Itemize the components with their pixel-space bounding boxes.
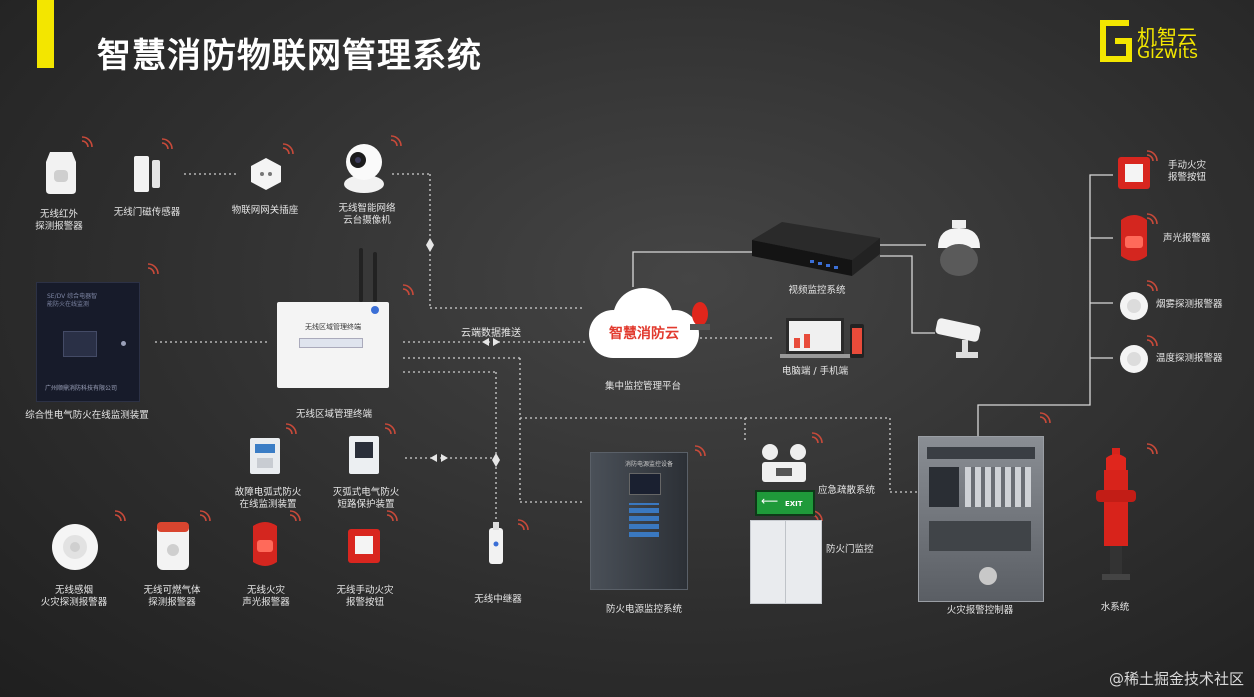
controller-printer-panel (929, 521, 1031, 551)
cloud-label: 智慧消防云 (608, 325, 679, 342)
arc-fault-device-icon (250, 438, 280, 474)
smart-fire-cloud-icon: 智慧消防云 (589, 288, 699, 358)
cabinet-buttons (629, 503, 659, 537)
water-system-label: 水系统 (1100, 602, 1130, 613)
smoke-detector-label: 烟雾探测报警器 (1156, 299, 1223, 310)
gizwits-g-logo-icon (1100, 20, 1132, 62)
wireless-siren-label: 无线火灾声光报警器 (242, 585, 290, 608)
wireless-smoke-label: 无线感烟火灾探测报警器 (40, 585, 108, 608)
monitor-panel-footer: 广州顺鼎消防科技有限公司 (45, 385, 118, 392)
fire-door (750, 520, 822, 604)
pc-phone-icon (780, 318, 864, 358)
exit-sign: ⟵ EXIT (755, 490, 815, 516)
arc-extinguish-label: 灭弧式电气防火短路保护装置 (332, 487, 400, 510)
terminal-display (299, 338, 363, 348)
door-sensor-icon (134, 156, 160, 192)
wireless-zone-terminal: 无线区域管理终端 (277, 302, 389, 388)
pir-label: 无线红外探测报警器 (35, 209, 83, 232)
logo-english-text: Gizwits (1137, 43, 1198, 63)
gas-detector-label: 无线可燃气体探测报警器 (143, 585, 201, 608)
emergency-light-icon (762, 444, 806, 482)
ptz-camera-icon (344, 144, 384, 193)
exit-sign-text: EXIT (785, 500, 803, 508)
terminal-logo (371, 306, 379, 314)
repeater-label: 无线中继器 (474, 594, 522, 605)
controller-certification-badge (979, 567, 997, 585)
title-accent-bar (37, 0, 54, 68)
gas-detector-icon (157, 522, 189, 570)
ptz-camera-label: 无线智能网络云台摄像机 (338, 203, 396, 226)
monitor-panel-text: SE/DV 综合电器智能防火在线监测 (47, 293, 98, 308)
cloud-push-label: 云端数据推送 (461, 328, 521, 339)
exit-arrow-icon: ⟵ (761, 494, 779, 508)
pc-phone-label: 电脑端 / 手机端 (781, 366, 849, 377)
gateway-socket-icon (251, 158, 281, 190)
wireless-manual-label: 无线手动火灾报警按钮 (336, 585, 394, 608)
gateway-socket-label: 物联网网关插座 (231, 205, 299, 216)
cabinet-panel-text: 消防电源监控设备 (625, 461, 674, 468)
logo-chinese-text: 机智云 (1137, 25, 1197, 49)
link-cloud-video (632, 251, 752, 287)
cabinet-screen (629, 473, 661, 495)
temperature-detector-icon (1120, 345, 1148, 373)
manual-call-point-icon (1118, 157, 1150, 189)
fire-alarm-controller (918, 436, 1044, 602)
pir-sensor-icon (46, 152, 76, 194)
sounder-beacon-label: 声光报警器 (1163, 233, 1211, 244)
wireless-manual-call-point-icon (348, 529, 380, 563)
fire-power-monitor-cabinet: 消防电源监控设备 (590, 452, 688, 590)
page-title: 智慧消防物联网管理系统 (97, 36, 482, 76)
alarm-beacon-icon (690, 302, 710, 330)
wireless-smoke-detector-icon (52, 524, 98, 570)
smoke-detector-icon (1120, 292, 1148, 320)
link-controller-field-bus (977, 174, 1113, 438)
bullet-camera-icon (935, 318, 981, 358)
cloud-caption: 集中监控管理平台 (604, 381, 682, 392)
terminal-panel-text: 无线区域管理终端 (305, 323, 361, 331)
temperature-detector-label: 温度探测报警器 (1156, 353, 1223, 364)
video-system-label: 视频监控系统 (788, 285, 846, 296)
controller-screen (929, 467, 959, 507)
arc-fault-label: 故障电弧式防火在线监测装置 (234, 487, 302, 510)
manual-call-point-label: 手动火灾报警按钮 (1168, 160, 1207, 183)
dome-camera-icon (938, 220, 980, 276)
watermark-text: @稀土掘金技术社区 (1108, 670, 1244, 688)
controller-header-strip (927, 447, 1035, 459)
emergency-system-label: 应急疏散系统 (818, 485, 876, 496)
monitor-screen (63, 331, 97, 357)
fire-hydrant-icon (1096, 448, 1136, 580)
power-monitor-label: 防火电源监控系统 (605, 604, 683, 615)
electrical-fire-monitor-device: SE/DV 综合电器智能防火在线监测 广州顺鼎消防科技有限公司 (36, 282, 140, 402)
controller-keypad (965, 467, 1031, 507)
monitor-knob (121, 341, 126, 346)
controller-label: 火灾报警控制器 (946, 605, 1014, 616)
arc-extinguish-device-icon (349, 436, 379, 474)
repeater-icon (489, 522, 503, 564)
terminal-label: 无线区域管理终端 (295, 409, 373, 420)
wireless-siren-icon (253, 522, 277, 566)
fire-door-label: 防火门监控 (826, 544, 874, 555)
terminal-antennas-icon (359, 248, 377, 302)
electrical-fire-monitor-label: 综合性电气防火在线监测装置 (25, 410, 149, 421)
door-sensor-label: 无线门磁传感器 (113, 207, 181, 218)
video-recorder-icon (752, 222, 880, 276)
sounder-beacon-icon (1121, 215, 1147, 261)
